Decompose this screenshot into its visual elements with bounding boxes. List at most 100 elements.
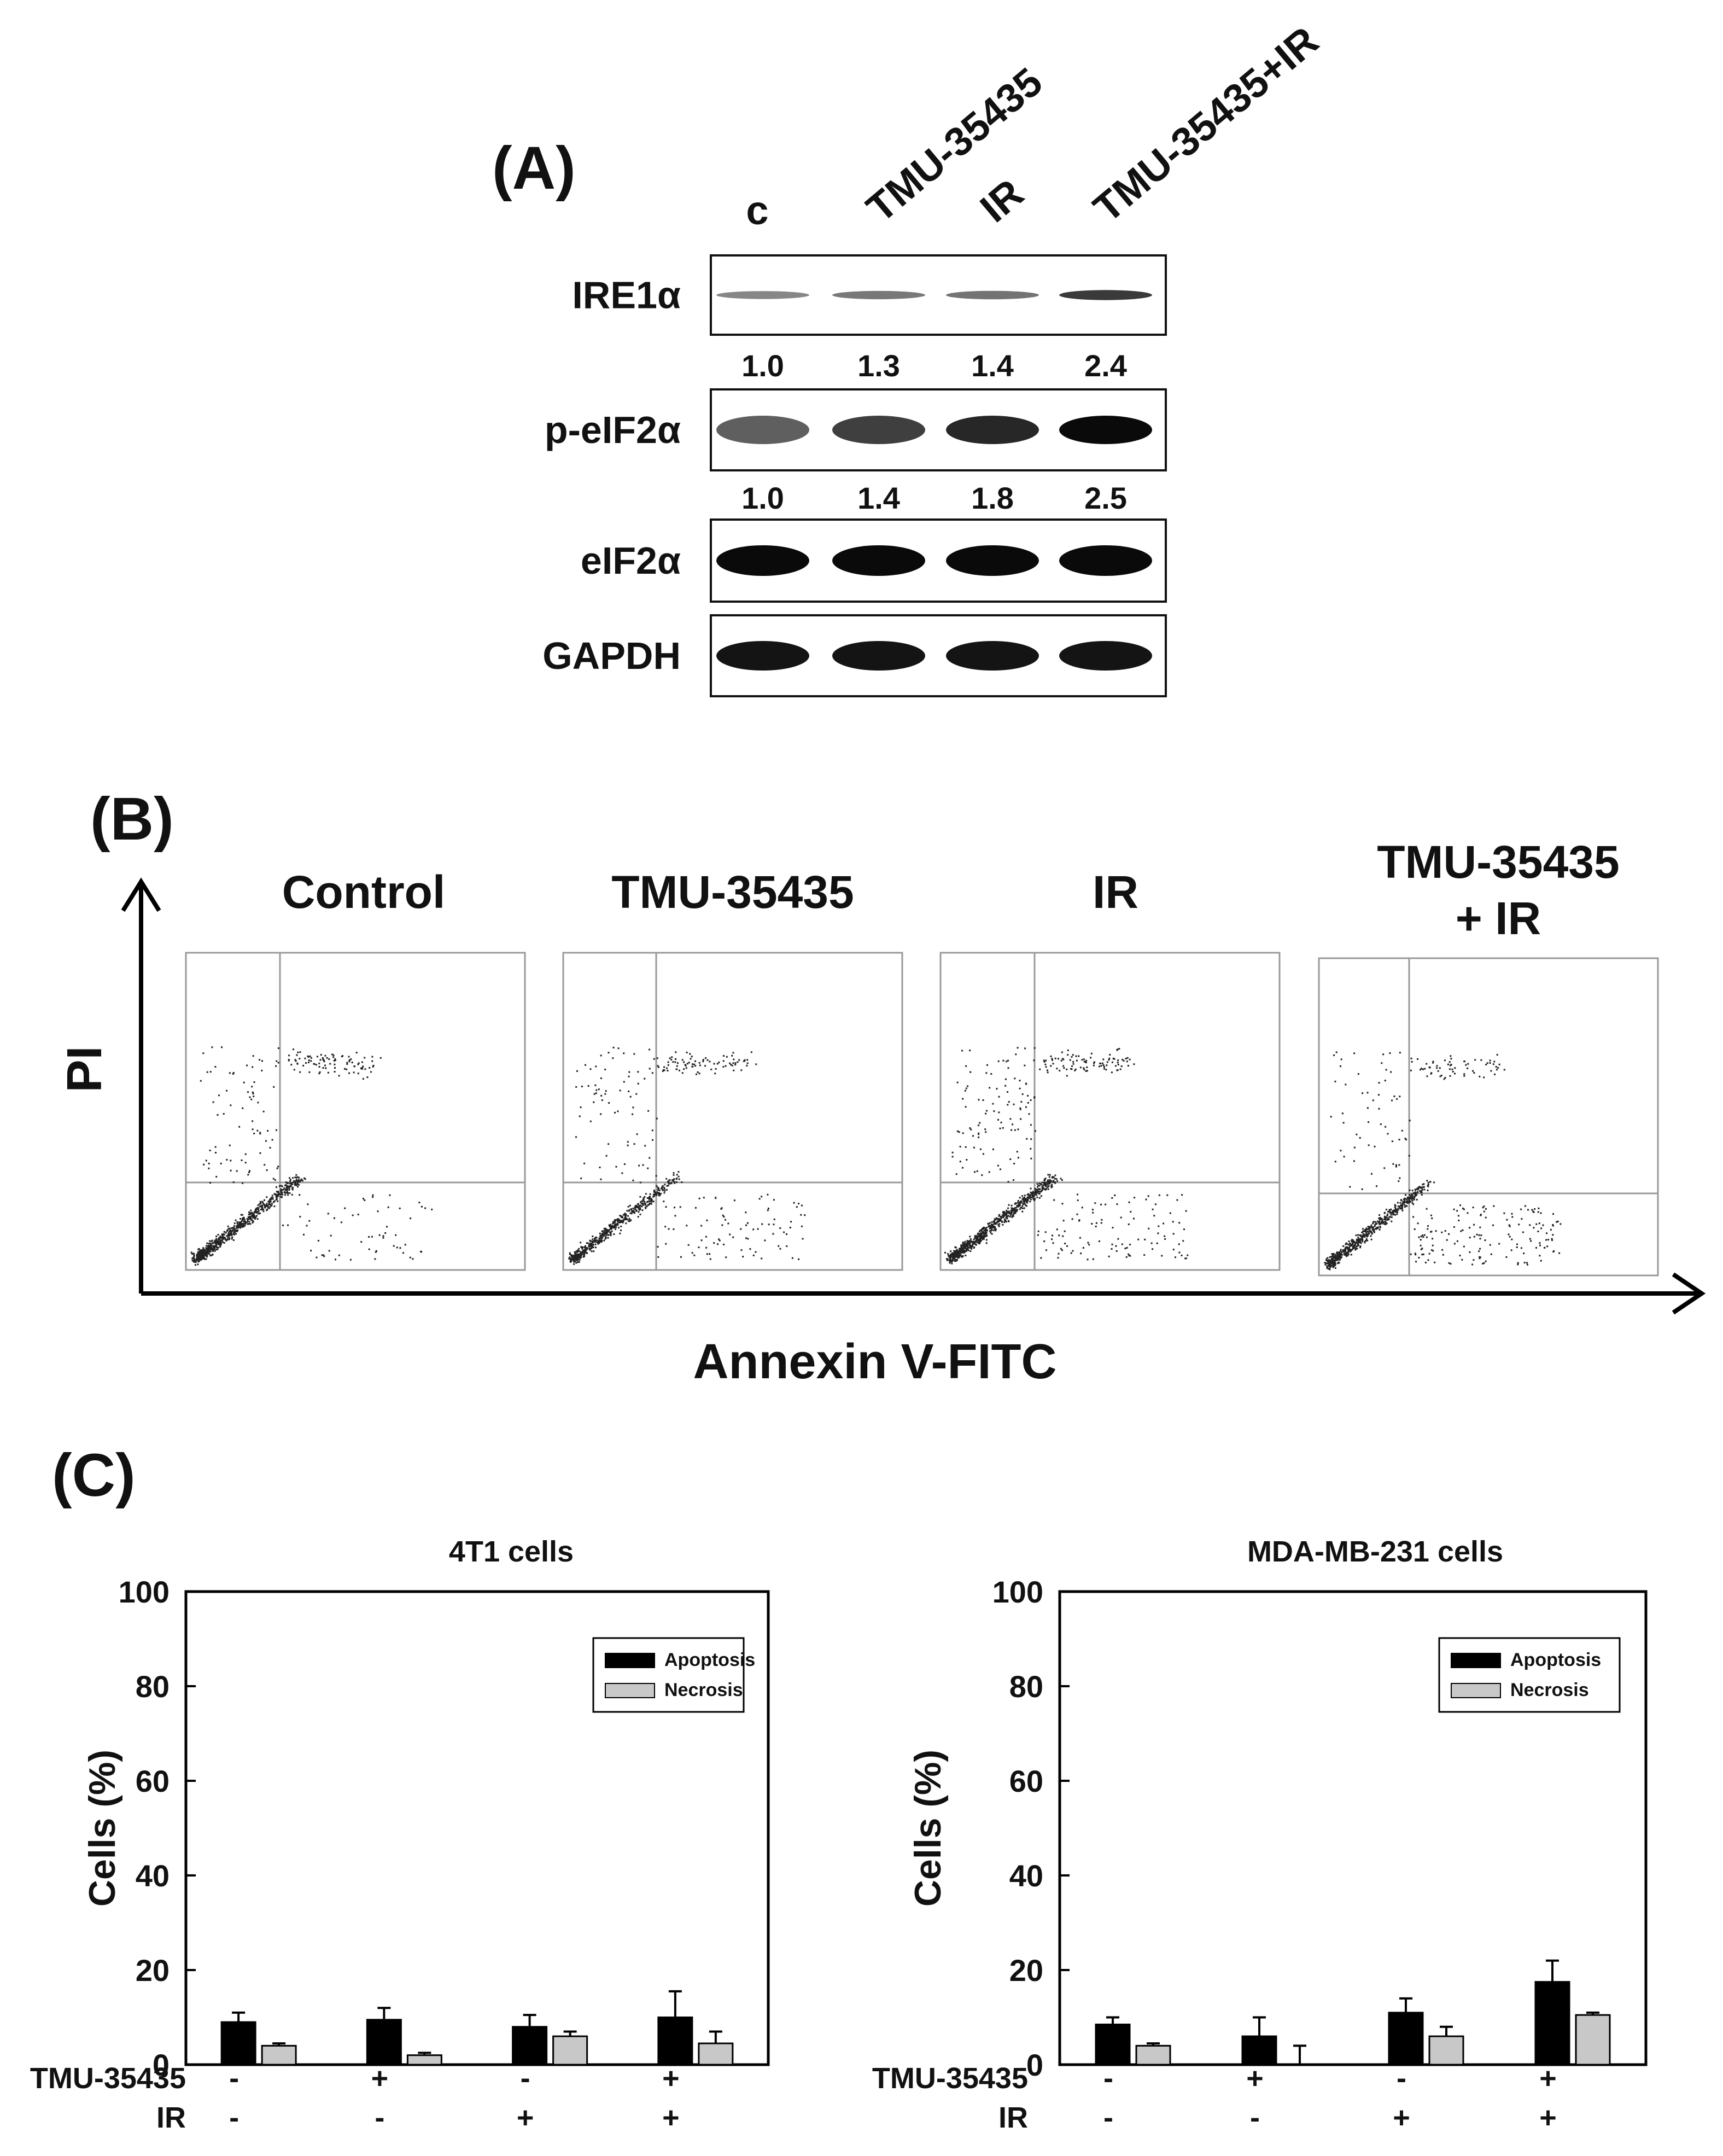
y-tick-label: 80 [136,1669,170,1704]
treatment-symbol: - [1103,2062,1113,2095]
blot-band [716,291,809,299]
treatment-symbol: + [1539,2101,1557,2134]
blot-band [946,641,1039,671]
treatment-symbol: - [229,2101,239,2134]
quant-value: 1.8 [971,481,1014,515]
legend-swatch [605,1653,655,1668]
blot-band [1059,290,1152,300]
y-tick-label: 40 [1009,1858,1043,1893]
flow-plot: IR [939,866,1281,1271]
treatment-symbol: + [517,2101,534,2134]
blot-band [716,545,809,576]
treatment-symbol: - [1103,2101,1113,2134]
legend-swatch [1451,1683,1501,1698]
y-tick-label: 20 [1009,1953,1043,1988]
flow-plot: TMU-35435+ IR [1318,836,1659,1277]
treatment-row-label: TMU-35435 [872,2062,1028,2095]
y-tick-label: 60 [136,1764,170,1798]
blot-label: eIF2α [581,539,681,582]
blot-band [832,290,925,300]
legend-swatch [605,1683,655,1698]
treatment-row-label: IR [156,2101,186,2134]
blot-band [1059,416,1152,444]
y-axis-label: Cells (%) [81,1750,123,1907]
blot-band [832,416,925,444]
flow-title: TMU-35435 [1377,836,1620,888]
quant-value: 1.4 [857,481,900,515]
panel-letter-a: (A) [492,135,576,202]
blot-band [946,290,1039,300]
blot-band [946,416,1039,444]
legend-box [592,1637,745,1713]
flow-plot: Control [185,866,526,1271]
flow-title: + IR [1456,893,1541,944]
blot-band [832,545,925,576]
y-axis-arrowhead [121,877,161,912]
y-axis-label: Cells (%) [907,1750,949,1907]
lane-label: IR [972,170,1032,231]
bar-apoptosis [512,2026,548,2066]
bar-necrosis [1428,2035,1464,2066]
treatment-symbol: + [662,2062,680,2095]
bar-necrosis [698,2042,734,2066]
y-tick-label: 80 [1009,1669,1043,1704]
y-tick-label: 60 [1009,1764,1043,1798]
flow-title: Control [282,866,446,918]
bar-apoptosis [220,2021,256,2066]
quant-value: 1.0 [741,481,784,515]
treatment-symbol: - [1250,2101,1260,2134]
flow-events [1324,1051,1562,1271]
quant-value: 1.0 [741,348,784,383]
lane-label: TMU-35435+IR [1085,18,1327,231]
treatment-symbol: + [1539,2062,1557,2095]
lane-label: c [746,188,768,233]
bar-necrosis [261,2044,297,2066]
plot-frame [1058,1590,1648,2066]
legend-label: Apoptosis [664,1650,755,1670]
legend-label: Apoptosis [1510,1650,1601,1670]
flow-frame [562,952,903,1271]
treatment-symbol: + [1246,2062,1264,2095]
bar-apoptosis [1534,1981,1570,2066]
treatment-symbol: - [375,2101,384,2134]
bar-necrosis [1135,2044,1171,2066]
y-axis-title: PI [57,1046,112,1092]
treatment-symbol: + [371,2062,389,2095]
blot-band [1059,545,1152,576]
flow-frame [939,952,1281,1271]
flow-frame [185,952,526,1271]
treatment-row-label: TMU-35435 [30,2062,186,2095]
bar-apoptosis [366,2019,402,2066]
flow-plot: TMU-35435 [562,866,903,1271]
flow-title: IR [1093,866,1138,918]
treatment-symbol: - [1397,2062,1406,2095]
legend-label: Necrosis [664,1680,743,1700]
bar-necrosis [552,2035,588,2066]
plot-frame [184,1590,770,2066]
treatment-symbol: + [662,2101,680,2134]
blot-band [716,416,809,444]
panel-letter-c: (C) [52,1442,136,1509]
y-tick-label: 20 [136,1953,170,1988]
bar-necrosis [1575,2014,1611,2066]
y-tick-label: 100 [992,1575,1043,1609]
legend-swatch [1451,1653,1501,1668]
blot-label: p-eIF2α [545,409,681,451]
treatment-row-label: IR [998,2101,1028,2134]
x-axis-arrowhead [1672,1272,1706,1315]
treatment-symbol: - [229,2062,239,2095]
flow-events [568,1046,806,1265]
blot-band [1059,641,1152,671]
blot-band [946,545,1039,576]
quant-value: 1.4 [971,348,1014,383]
blot-label: GAPDH [542,634,681,677]
bar-apoptosis [1388,2012,1424,2066]
flow-events [190,1046,433,1266]
chart-title: 4T1 cells [449,1535,574,1568]
legend-label: Necrosis [1510,1680,1589,1700]
